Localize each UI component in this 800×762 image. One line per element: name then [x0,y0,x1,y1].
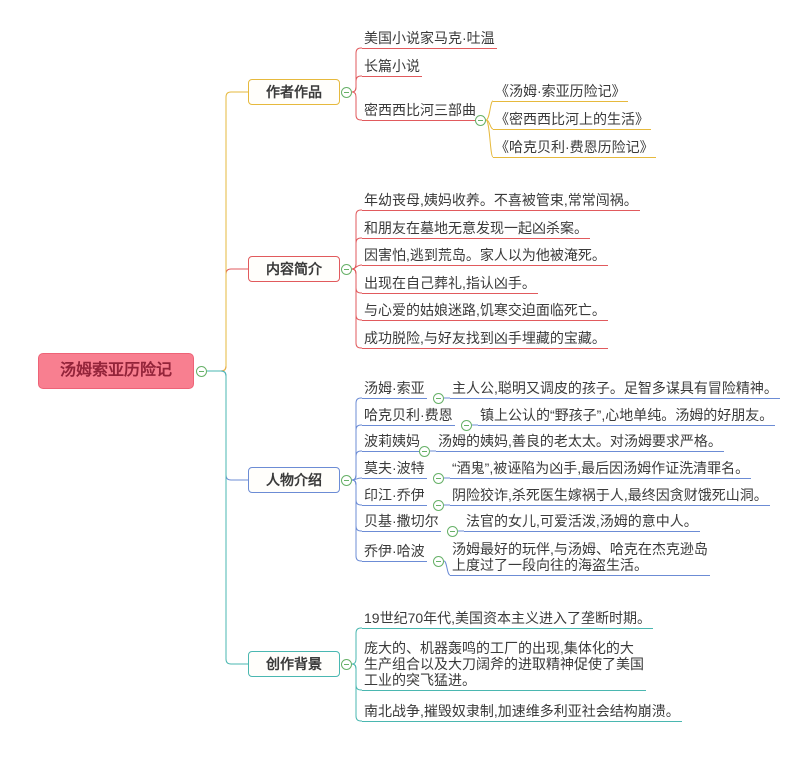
collapse-icon[interactable] [433,500,444,511]
character-name-polly[interactable]: 波莉姨妈 [362,433,422,452]
subtopic-plot-3[interactable]: 因害怕,逃到荒岛。家人以为他被淹死。 [362,247,608,266]
background-connectors [351,627,362,722]
character-name-becky[interactable]: 贝基·撒切尔 [362,513,441,532]
character-desc-tom[interactable]: 主人公,聪明又调皮的孩子。足智多谋具有冒险精神。 [450,380,780,399]
character-name-muff[interactable]: 莫夫·波特 [362,460,427,479]
collapse-icon[interactable] [419,446,430,457]
character-desc-becky[interactable]: 法官的女儿,可爱活泼,汤姆的意中人。 [464,513,700,532]
subtopic-plot-6[interactable]: 成功脱险,与好友找到凶手埋藏的宝藏。 [362,330,608,349]
character-name-joe[interactable]: 乔伊·哈波 [362,543,427,562]
subtopic-bg-2[interactable]: 庞大的、机器轰鸣的工厂的出现,集体化的大 生产组合以及大刀阔斧的进取精神促使了美… [362,640,646,691]
collapse-icon[interactable] [341,87,352,98]
connector-path [351,479,362,562]
character-desc-huck[interactable]: 镇上公认的“野孩子”,心地单纯。汤姆的好朋友。 [478,407,776,426]
connector-path [351,479,362,506]
subtopic-plot-1[interactable]: 年幼丧母,姨妈收养。不喜被管束,常常闯祸。 [362,192,640,211]
connector-path [207,370,248,481]
connector-path [351,479,362,532]
connector-path [351,268,362,321]
branch-synopsis[interactable]: 内容简介 [248,256,340,282]
collapse-icon[interactable] [433,556,444,567]
subtopic-book-3[interactable]: 《哈克贝利·费恩历险记》 [493,139,656,158]
character-name-injun[interactable]: 印江·乔伊 [362,487,427,506]
connector-path [351,397,362,481]
branch-author-works[interactable]: 作者作品 [248,79,340,105]
connector-path [351,268,362,294]
branch-background[interactable]: 创作背景 [248,651,340,677]
character-desc-injun[interactable]: 阴险狡诈,杀死医生嫁祸于人,最终因贪财饿死山洞。 [450,487,770,506]
collapse-icon[interactable] [433,393,444,404]
synopsis-connectors [351,209,363,349]
character-desc-joe[interactable]: 汤姆最好的玩伴,与汤姆、哈克在杰克逊岛 上度过了一段向往的海盗生活。 [450,541,710,576]
collapse-icon[interactable] [341,659,352,670]
subtopic-bg-3[interactable]: 南北战争,摧毁奴隶制,加速维多利亚社会结构崩溃。 [362,703,682,722]
connector-path [207,370,248,665]
branch-characters[interactable]: 人物介绍 [248,467,340,493]
connector-path [443,560,451,576]
connector-path [351,663,362,722]
connector-path [351,450,362,481]
connector-path [351,627,362,665]
root-topic[interactable]: 汤姆索亚历险记 [38,353,194,389]
connector-path [485,119,494,158]
collapse-icon[interactable] [341,264,352,275]
author-works-connectors [351,47,494,158]
subtopic-plot-5[interactable]: 与心爱的姑娘迷路,饥寒交迫面临死亡。 [362,302,608,321]
collapse-icon[interactable] [433,473,444,484]
subtopic-trilogy[interactable]: 密西西比河三部曲 [362,102,478,121]
connector-path [351,75,362,93]
characters-connectors [351,397,478,576]
connector-path [207,268,248,372]
subtopic-genre[interactable]: 长篇小说 [362,58,422,77]
connector-path [351,91,362,121]
connector-path [351,264,363,270]
subtopic-plot-2[interactable]: 和朋友在墓地无意发现一起凶杀案。 [362,220,590,239]
subtopic-author[interactable]: 美国小说家马克·吐温 [362,30,497,49]
collapse-icon[interactable] [341,475,352,486]
connector-path [351,237,362,270]
collapse-icon[interactable] [475,115,486,126]
character-desc-polly[interactable]: 汤姆的姨妈,善良的老太太。对汤姆要求严格。 [436,433,724,452]
character-name-tom[interactable]: 汤姆·索亚 [362,380,427,399]
collapse-icon[interactable] [196,366,207,377]
character-desc-muff[interactable]: “酒鬼”,被诬陷为凶手,最后因汤姆作证洗清罪名。 [450,460,752,479]
root-connectors [207,91,248,665]
collapse-icon[interactable] [461,420,472,431]
connector-path [351,663,362,691]
subtopic-plot-4[interactable]: 出现在自己葬礼,指认凶手。 [362,275,538,294]
connector-path [351,268,362,349]
connector-path [207,91,248,372]
subtopic-bg-1[interactable]: 19世纪70年代,美国资本主义进入了垄断时期。 [362,610,654,629]
character-name-huck[interactable]: 哈克贝利·费恩 [362,407,455,426]
connector-path [351,47,362,93]
subtopic-book-1[interactable]: 《汤姆·索亚历险记》 [493,83,628,102]
connector-path [485,100,494,121]
subtopic-book-2[interactable]: 《密西西比河上的生活》 [493,111,651,130]
collapse-icon[interactable] [447,526,458,537]
